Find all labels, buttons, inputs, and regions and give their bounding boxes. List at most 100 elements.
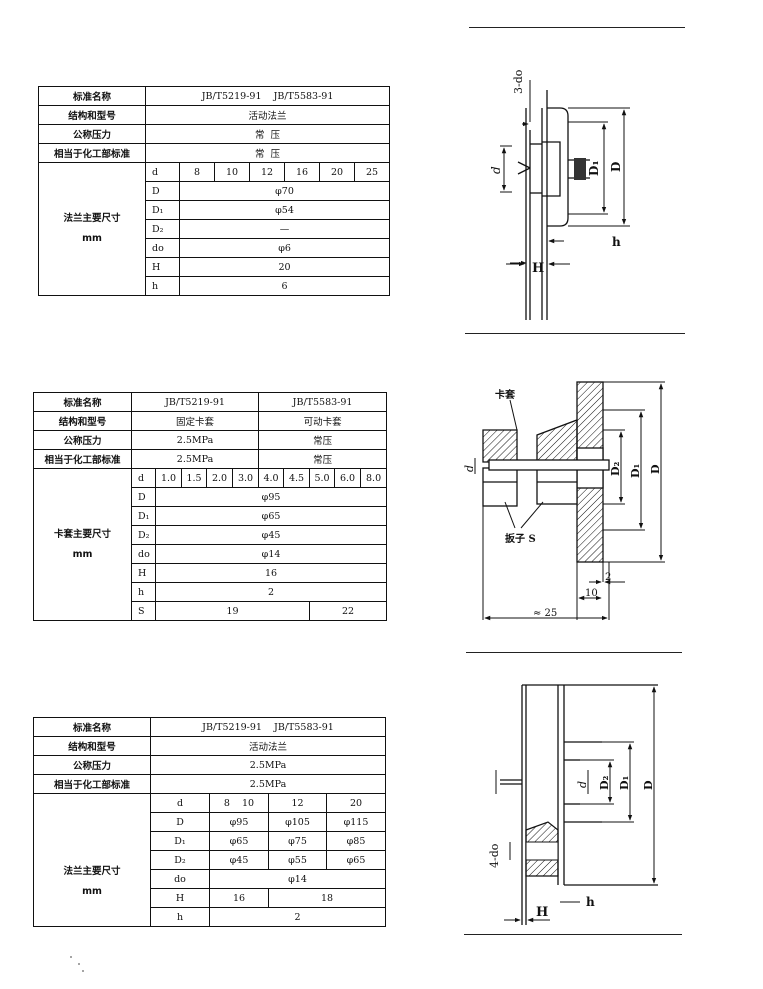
equivalent-standard-value: 常 压 xyxy=(144,143,391,163)
dim-symbol: H xyxy=(145,257,180,277)
d-value-b: 12 xyxy=(268,793,327,813)
structure-type-value-b: 可动卡套 xyxy=(258,411,388,431)
divider-line xyxy=(465,333,685,334)
d-value: 25 xyxy=(353,162,391,182)
dim-symbol: D₁ xyxy=(131,506,156,526)
dim-symbol: d xyxy=(131,468,156,488)
structure-type-value: 活动法兰 xyxy=(144,105,391,125)
nominal-pressure-row: 公称压力 2.5MPa xyxy=(33,755,386,775)
standard-name-value: JB/T5219-91 JB/T5583-91 xyxy=(144,86,391,106)
dim-value: 16 xyxy=(209,888,269,908)
group-label: 法兰主要尺寸 mm xyxy=(33,793,151,927)
dim-row: do φ14 xyxy=(34,869,386,889)
group-title: 法兰主要尺寸 xyxy=(63,213,121,224)
group-label: 法兰主要尺寸 mm xyxy=(38,162,146,296)
nominal-pressure-value-a: 2.5MPa xyxy=(130,430,260,450)
dim-value: 18 xyxy=(268,888,386,908)
label-h: h xyxy=(612,235,621,249)
dim-value: φ65 xyxy=(154,506,388,526)
dim-row: do φ6 xyxy=(39,238,391,258)
movable-flange-drawing-1: 3-do d D₁ D h H xyxy=(489,69,630,320)
dim-value: φ6 xyxy=(178,238,391,258)
movable-flange-drawing-3: d D₂ D₁ D 4-do h H xyxy=(488,684,658,925)
equivalent-standard-row: 相当于化工部标准 2.5MPa 常压 xyxy=(33,449,388,469)
d-value: 1.0 xyxy=(155,468,182,488)
dim-row: h 6 xyxy=(39,276,391,296)
dim-value: φ54 xyxy=(178,200,391,220)
dim-row: D₁ φ54 xyxy=(39,200,391,220)
scan-speck xyxy=(82,970,84,972)
dim-row: D₂ φ45 φ55 φ65 xyxy=(34,850,386,870)
d-row: 卡套主要尺寸 mm d 1.0 1.5 2.0 3.0 4.0 4.5 5.0 … xyxy=(33,468,388,621)
label-10: 10 xyxy=(585,588,598,599)
equivalent-standard-value: 2.5MPa xyxy=(150,774,386,794)
dim-value: φ95 xyxy=(154,487,388,507)
structure-type-row: 结构和型号 固定卡套 可动卡套 xyxy=(33,411,388,431)
s-value-b: 22 xyxy=(309,601,388,621)
dim-value: 2 xyxy=(154,582,388,602)
label-3-do: 3-do xyxy=(512,69,525,94)
d-value: 1.5 xyxy=(181,468,207,488)
d-value: 2.0 xyxy=(206,468,233,488)
dim-symbol: D₂ xyxy=(131,525,156,545)
divider-line xyxy=(464,934,682,935)
structure-type-value-a: 固定卡套 xyxy=(130,411,260,431)
d-value: 12 xyxy=(249,162,285,182)
equivalent-standard-row: 相当于化工部标准 2.5MPa xyxy=(33,774,386,794)
label-D1: D₁ xyxy=(587,160,601,176)
dim-value: φ105 xyxy=(268,812,327,832)
d-value: 10 xyxy=(214,162,250,182)
dim-symbol: H xyxy=(150,888,210,908)
dim-value: — xyxy=(178,219,391,239)
label-H: H xyxy=(532,261,544,276)
dim-symbol: d xyxy=(150,793,210,813)
ferrule-fitting-drawing-2: 卡套 d D₂ D₁ D 扳子 S 2 10 ≈ 25 xyxy=(463,381,665,621)
dim-row: H 16 xyxy=(34,563,388,583)
structure-type-value: 活动法兰 xyxy=(150,736,386,756)
dim-row: h 2 xyxy=(34,907,386,927)
equivalent-standard-row: 相当于化工部标准 常 压 xyxy=(38,143,391,163)
dim-value: 20 xyxy=(178,257,391,277)
label-ferrule: 卡套 xyxy=(495,388,516,401)
d-value-c: 20 xyxy=(326,793,386,813)
group-unit: mm xyxy=(82,233,102,244)
row-label: 相当于化工部标准 xyxy=(33,449,132,469)
d-value: 4.0 xyxy=(258,468,285,488)
scan-speck xyxy=(70,956,72,958)
row-label: 相当于化工部标准 xyxy=(33,774,151,794)
standard-name-row: 标准名称 JB/T5219-91 JB/T5583-91 xyxy=(33,392,388,412)
group-title: 卡套主要尺寸 xyxy=(53,528,111,540)
dim-symbol: D₂ xyxy=(145,219,180,239)
standard-name-value: JB/T5219-91 JB/T5583-91 xyxy=(150,717,386,737)
dim-value: φ65 xyxy=(209,831,269,851)
label-2: 2 xyxy=(605,572,611,583)
d-value: 4.5 xyxy=(283,468,311,488)
dim-value: φ14 xyxy=(154,544,388,564)
label-4-do: 4-do xyxy=(488,843,501,868)
dim-value: 2 xyxy=(209,907,386,927)
dim-symbol: d xyxy=(145,162,180,182)
dim-symbol: D₁ xyxy=(150,831,210,851)
label-D1: D₁ xyxy=(618,775,631,790)
d-value: 8 xyxy=(179,162,215,182)
label-D: D xyxy=(649,464,662,474)
label-d: d xyxy=(463,465,476,472)
scan-speck xyxy=(78,963,80,965)
label-H: H xyxy=(536,905,548,920)
standard-name-value-b: JB/T5583-91 xyxy=(258,392,388,412)
dim-symbol: h xyxy=(131,582,156,602)
row-label: 公称压力 xyxy=(33,755,151,775)
label-D: D xyxy=(609,162,623,172)
label-25: ≈ 25 xyxy=(533,608,557,619)
d-value-a: 8 10 xyxy=(209,793,269,813)
dim-symbol: h xyxy=(150,907,210,927)
dim-symbol: S xyxy=(131,601,156,621)
label-D2: D₂ xyxy=(598,775,611,790)
structure-type-row: 结构和型号 活动法兰 xyxy=(33,736,386,756)
dim-row: D φ95 φ105 φ115 xyxy=(34,812,386,832)
dim-row: D₁ φ65 xyxy=(34,506,388,526)
group-label: 卡套主要尺寸 mm xyxy=(33,468,132,621)
dim-symbol: D xyxy=(150,812,210,832)
structure-type-row: 结构和型号 活动法兰 xyxy=(38,105,391,125)
group-unit: mm xyxy=(82,886,102,897)
